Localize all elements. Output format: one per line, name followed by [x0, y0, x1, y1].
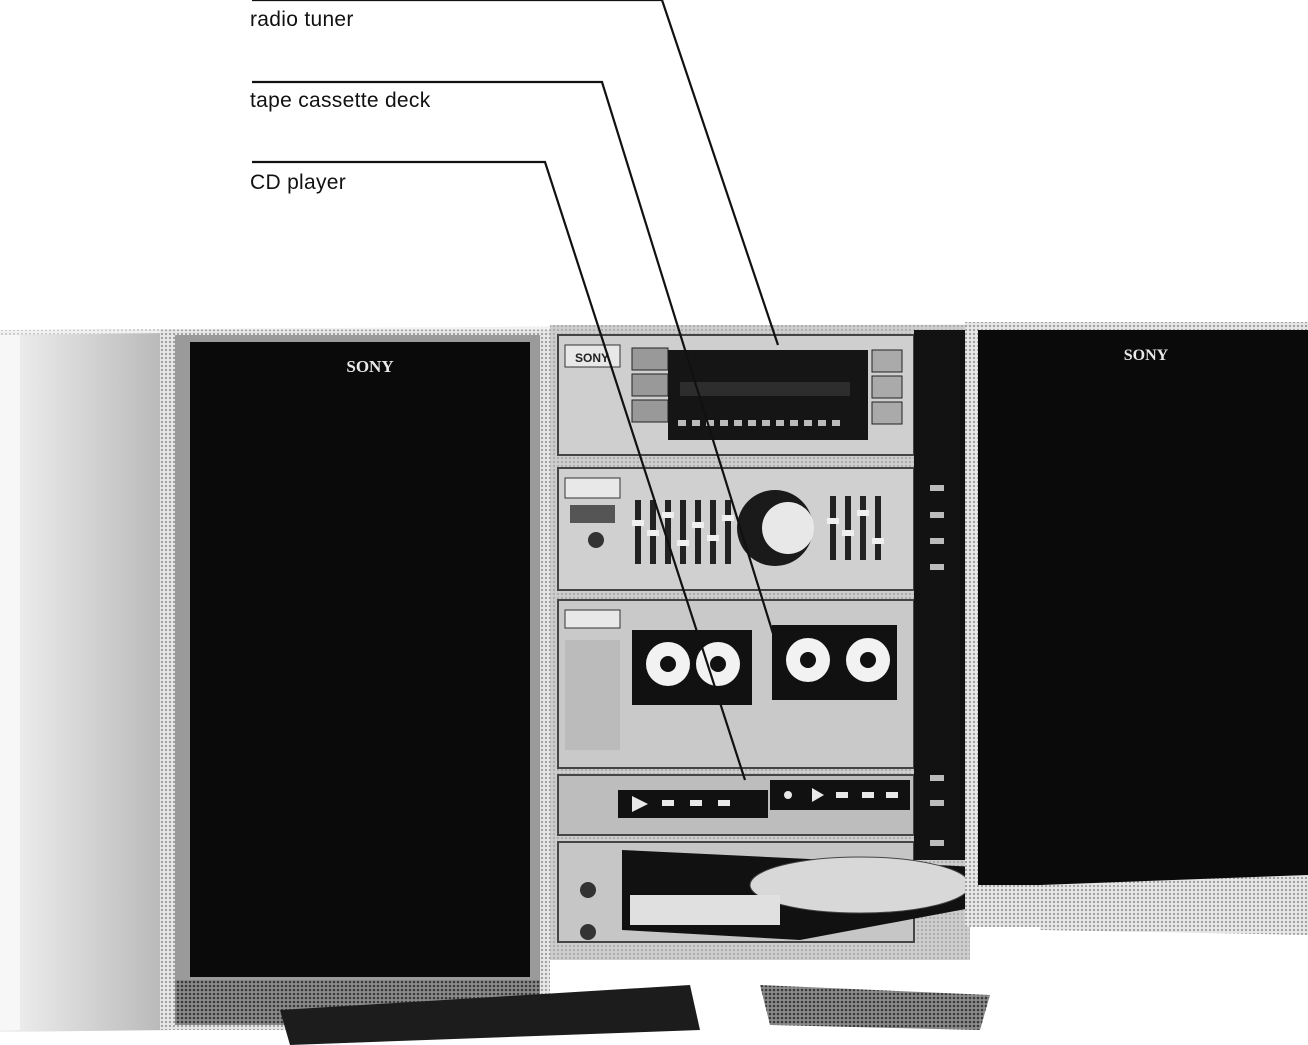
- left-speaker: SONY: [0, 330, 550, 1032]
- label-cd-player: CD player: [250, 171, 347, 194]
- callout-line-tape-deck: [252, 80, 777, 641]
- tape-cassette-deck-unit: [557, 599, 915, 769]
- callout-line-radio-tuner: [252, 0, 780, 346]
- radio-tuner-unit: SONY: [557, 334, 915, 456]
- transport-controls: [557, 774, 915, 836]
- left-speaker-grille: [190, 342, 530, 977]
- label-tape-cassette-deck: tape cassette deck: [250, 89, 431, 112]
- compact-disc: [749, 856, 971, 914]
- component-stack: SONY: [550, 325, 1040, 960]
- amplifier-unit: [557, 467, 915, 591]
- cd-player-unit: [557, 841, 1040, 943]
- remote-control: [280, 985, 990, 1045]
- right-speaker: SONY: [965, 322, 1308, 935]
- callout-line-cd-player: [252, 160, 747, 781]
- right-speaker-brand: SONY: [1124, 347, 1169, 364]
- tuner-brand: SONY: [575, 351, 609, 365]
- right-speaker-grille: [978, 330, 1308, 885]
- left-speaker-brand: SONY: [346, 357, 393, 376]
- label-radio-tuner: radio tuner: [250, 8, 354, 31]
- callout-lines: [252, 0, 780, 781]
